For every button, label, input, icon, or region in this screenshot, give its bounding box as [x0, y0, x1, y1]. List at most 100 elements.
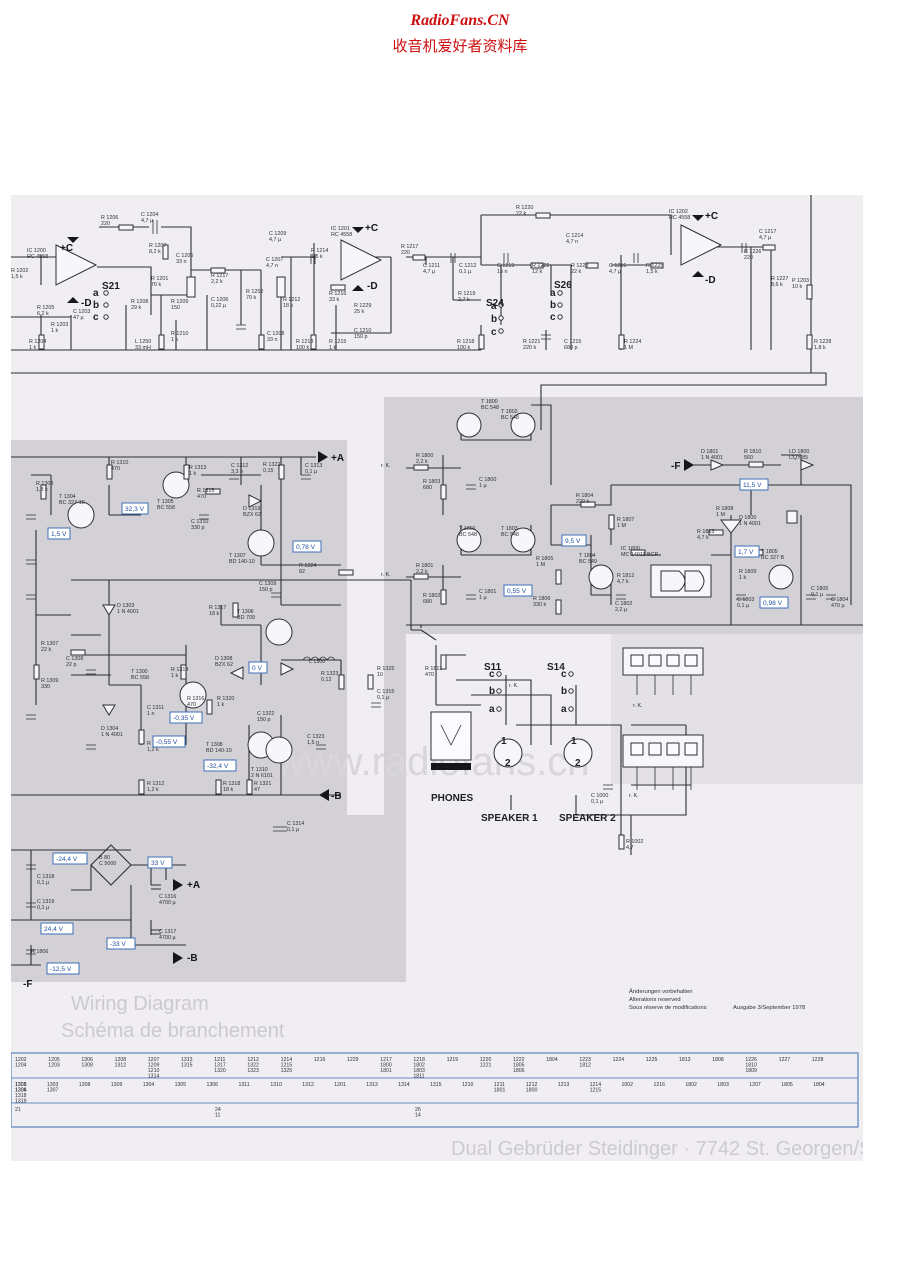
- label-r1208: R 1208: [131, 299, 148, 305]
- label-c1215: C 1215: [564, 339, 581, 345]
- label-l1250v: 33 mH: [135, 345, 151, 351]
- voltage-box: 0,98 V: [759, 596, 789, 609]
- label-r1323: R 1323: [321, 671, 338, 677]
- label-c1800v: 1 µ: [479, 483, 487, 489]
- label-c1804: C 1804: [831, 597, 848, 603]
- label-c1316: C 1316: [159, 894, 176, 900]
- label-r1813v: 4,7 k: [697, 535, 709, 541]
- grid-cell: 1204: [15, 1063, 27, 1069]
- svg-text:0 V: 0 V: [252, 665, 262, 672]
- label-r1805: R 1805: [536, 556, 553, 562]
- label-r1252v: 70 k: [246, 295, 256, 301]
- label-r1308v: 1,8 k: [36, 487, 48, 493]
- label-r1316v: 470: [187, 702, 196, 708]
- label-r1308: R 1308: [36, 481, 53, 487]
- background-watermarks: www.radiofans.cn Wiring Diagram Schéma d…: [61, 740, 863, 1160]
- grid-cell: 1804: [546, 1057, 558, 1063]
- grid-cell: 1306: [207, 1082, 219, 1088]
- voltage-box: 0 V: [248, 661, 268, 674]
- label-r1809: R 1809: [739, 569, 756, 575]
- label-r1324: R 1324: [299, 563, 316, 569]
- label-c1319: C 1319: [37, 899, 54, 905]
- label-r1201v: 70 k: [151, 282, 161, 288]
- label-t1800-type: BC 548: [481, 405, 499, 411]
- label-c1000: C 1000: [591, 793, 608, 799]
- grid-cell: 1214: [590, 1082, 602, 1088]
- grid-cell: 1808: [712, 1057, 724, 1063]
- label-t1305-type: BC 558: [157, 505, 175, 511]
- label-rc4558-1: RC 4558: [27, 254, 48, 260]
- svg-text:-32,4 V: -32,4 V: [207, 763, 229, 770]
- output-section: 1 2 1 2 S11 S14 c b a c b a PHONES SPE: [411, 624, 863, 855]
- grid-cell: 1811: [413, 1074, 424, 1080]
- label-c1318v: 0,1 µ: [37, 880, 49, 886]
- grid-cell: 1318: [15, 1093, 27, 1099]
- grid-cell: 1210: [148, 1068, 160, 1074]
- label-r1204v: 1 k: [29, 345, 36, 351]
- label-c1312v: 3,3 n: [231, 469, 243, 475]
- voltage-box: 1,7 V: [734, 545, 760, 558]
- label-r1807v: 1 M: [617, 523, 626, 529]
- label-t1304-type: BC 327-16: [59, 500, 85, 506]
- label-rc4558-3: RC 4558: [669, 215, 690, 221]
- label-t1310: T 1310: [251, 767, 268, 773]
- label-r1224v: 1 M: [624, 345, 633, 351]
- label-c1805v: 0,1 µ: [811, 592, 823, 598]
- rail-plus-c-2: +C: [365, 223, 378, 234]
- grid-cell: 1310: [270, 1082, 282, 1088]
- label-c1205: C 1205: [176, 253, 193, 259]
- label-c1323v: 1,5 n: [307, 740, 319, 746]
- grid-cell: 1804: [813, 1082, 825, 1088]
- voltage-box: 1,5 V: [47, 527, 71, 540]
- switch-s24: S24: [486, 298, 504, 309]
- svg-text:-0,35 V: -0,35 V: [173, 715, 195, 722]
- grid-cell: 1223: [579, 1057, 591, 1063]
- label-r1226v: 220: [744, 255, 753, 261]
- label-r1806v: 330 k: [533, 602, 546, 608]
- label-c1213v: 15 n: [497, 269, 508, 275]
- label-c1312: C 1312: [231, 463, 248, 469]
- label-r1215: R 1215: [329, 339, 346, 345]
- grid-cell: 1312: [115, 1063, 127, 1069]
- rail-minus-d-3: -D: [705, 275, 716, 286]
- svg-text:0,55 V: 0,55 V: [507, 588, 527, 595]
- label-c1203: C 1203: [73, 309, 90, 315]
- label-r1203: R 1203: [51, 322, 68, 328]
- label-r1217av: 2,2 k: [211, 279, 223, 285]
- grid-cell: 1313: [366, 1082, 378, 1088]
- label-c1210v: 150 p: [354, 334, 368, 340]
- label-c1311: C 1311: [147, 705, 164, 711]
- grid-cell: 1216: [654, 1082, 666, 1088]
- label-r1812: R 1812: [617, 573, 634, 579]
- label-c1803: C 1803: [737, 597, 754, 603]
- grid-cell: 1202: [15, 1057, 27, 1063]
- label-c1207: C 1207: [266, 257, 283, 263]
- rk-5: r. K.: [629, 793, 639, 799]
- label-r1325: R 1325: [377, 666, 394, 672]
- label-r1218v: 100 k: [457, 345, 470, 351]
- label-r1811v: 470: [425, 672, 434, 678]
- grid-cell: 1308: [79, 1082, 91, 1088]
- label-r1228: R 1228: [814, 339, 831, 345]
- label-c1211: C 1211: [423, 263, 440, 269]
- voltage-box: 0,78 V: [292, 540, 322, 553]
- label-r1324v: 82: [299, 569, 305, 575]
- label-r1806b: R 1806: [31, 949, 48, 955]
- label-r1309v: 330: [41, 684, 50, 690]
- voltage-callouts: 32,3 V 1,5 V 0,78 V 9,5 V 0,55 V 11,5 V …: [40, 478, 789, 975]
- s26-a: a: [550, 288, 556, 299]
- label-t1300: T 1300: [131, 669, 148, 675]
- label-t1805-type: BC 327 B: [761, 555, 784, 561]
- label-c1208: C 1208: [267, 331, 284, 337]
- label-r1318: R 1318: [223, 781, 240, 787]
- label-r1225: R 1225: [646, 263, 663, 269]
- label-d1303v: 1 N 4001: [117, 609, 139, 615]
- site-title: RadioFans.CN: [410, 12, 510, 29]
- label-r1226: R 1226: [744, 249, 761, 255]
- label-t1801: T 1801: [459, 526, 476, 532]
- grid-cell: 24: [215, 1107, 221, 1113]
- label-r1212: R 1212: [283, 297, 300, 303]
- label-ic1202: IC 1202: [669, 209, 688, 215]
- label-r1229: R 1229: [354, 303, 371, 309]
- rail-plus-c-3: +C: [705, 211, 718, 222]
